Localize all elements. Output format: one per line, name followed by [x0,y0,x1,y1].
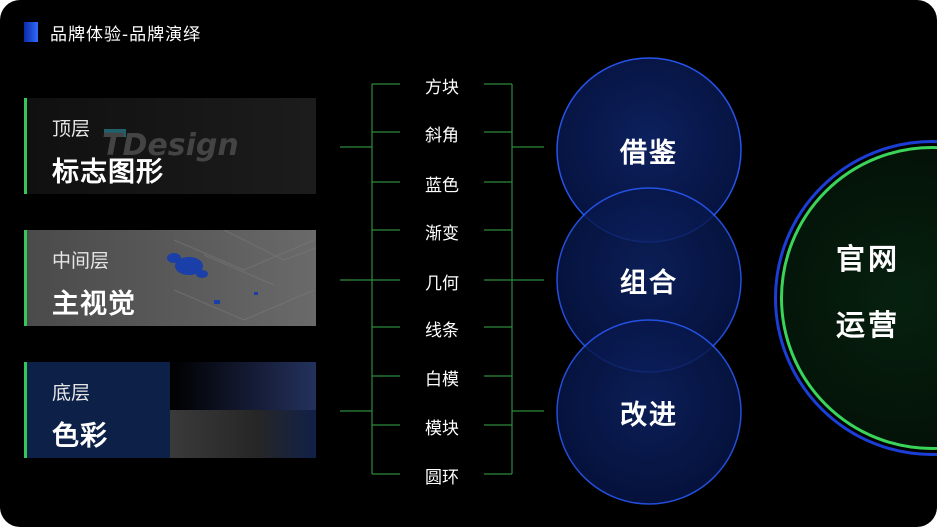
target-circle: 官网 运营 [774,140,937,456]
method-circle-improve [556,319,742,505]
element-item: 几何 [425,274,459,294]
element-item: 白模 [425,370,459,390]
element-item: 线条 [425,321,459,341]
color-swatch-gray-blue [170,410,316,458]
layer-label: 顶层 [52,118,91,140]
method-label: 组合 [620,267,678,299]
method-label: 改进 [620,399,678,431]
layer-label: 底层 [52,382,91,404]
element-item: 斜角 [425,126,459,146]
element-item: 渐变 [425,224,459,244]
layer-accent-bar [24,230,27,326]
key-visual-render [167,230,316,321]
page-title: 品牌体验-品牌演绎 [50,24,202,45]
method-label: 借鉴 [620,137,678,169]
layer-accent-bar [24,362,27,458]
layer-name: 主视觉 [52,289,136,320]
element-item: 蓝色 [425,176,459,196]
target-label-line2: 运营 [836,308,901,342]
header: 品牌体验-品牌演绎 [24,18,201,46]
layer-accent-bar [24,98,27,194]
header-accent-mark [24,22,38,42]
element-item: 模块 [425,419,459,439]
layer-name: 色彩 [52,421,108,452]
target-circle-inner-ring [780,146,937,450]
layer-card-bottom: 底层 色彩 [24,362,316,458]
layer-card-top: TDesign 顶层 标志图形 [24,98,316,194]
tdesign-logo-watermark: TDesign [102,128,239,163]
layer-name: 标志图形 [52,157,164,188]
layer-card-middle: 中间层 主视觉 [24,230,316,326]
target-label-line1: 官网 [836,242,901,276]
color-swatch-dark-blue [170,362,316,410]
tdesign-logo-mark [104,129,126,137]
element-item: 方块 [425,78,459,98]
layer-label: 中间层 [52,250,110,272]
element-item: 圆环 [425,468,459,488]
